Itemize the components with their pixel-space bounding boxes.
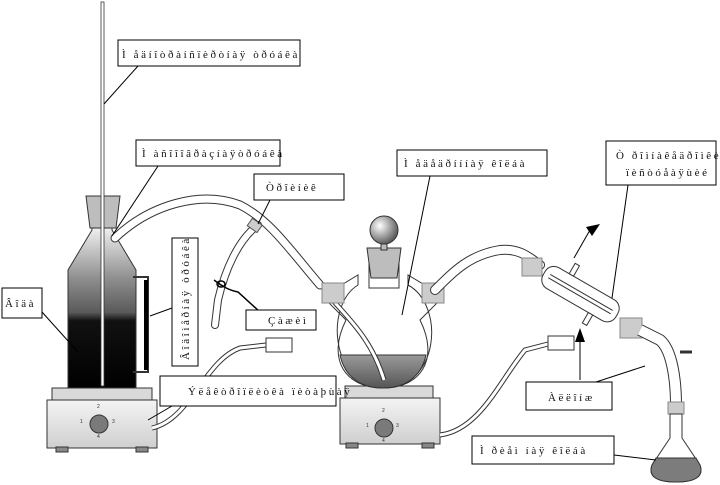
svg-text:4: 4: [382, 438, 385, 444]
vapor-tube: [430, 244, 545, 295]
svg-text:Ýëåêòðîïëèòêà ïèòàþùàÿ: Ýëåêòðîïëèòêà ïèòàþùàÿ: [188, 386, 352, 398]
svg-text:Ò ðîìíàêåäðîìêè ïèñõîäåòè: Ò ðîìíàêåäðîìêè ïèñõîäåòè: [616, 150, 720, 162]
svg-text:1: 1: [80, 419, 83, 425]
callout-absorption-flask: Ì åäåäðíííàÿ êîëáà: [396, 149, 548, 316]
heater-center: 2 1 3 4: [339, 385, 441, 449]
callout-water: Âîäà: [1, 287, 79, 353]
svg-text:Ì åäåäðíííàÿ êîëáà: Ì åäåäðíííàÿ êîëáà: [404, 158, 527, 170]
gas-tube-upper: [110, 194, 325, 290]
coolant-arrows: [573, 224, 600, 380]
callout-thermometer-tube: Ì åäíîòðàíñïèðòíàÿ òðóáêà: [103, 39, 301, 105]
absorption-flask: [321, 215, 445, 389]
callout-air-tube: Ì àñîîîâðàçíàÿòðóáêà: [111, 139, 285, 237]
svg-text:1: 1: [366, 423, 369, 429]
svg-text:Çàæèì: Çàæèì: [268, 315, 309, 327]
callout-ice: Àëëîíæ: [525, 365, 646, 411]
callout-tee: Òðîèíèê: [253, 173, 345, 225]
svg-text:3: 3: [396, 423, 399, 429]
svg-text:3: 3: [112, 419, 115, 425]
callout-heater: Ýëåêòðîïëèòêà ïèòàþùàÿ: [147, 375, 352, 421]
callout-condenser: Ò ðîìíàêåäðîìêè ïèñõîäåòè ïèñòóåàÿùèé: [605, 140, 720, 299]
svg-text:Ì ðèåì íàÿ êîëáà: Ì ðèåì íàÿ êîëáà: [480, 445, 588, 457]
svg-text:Ì àñîîîâðàçíàÿòðóáêà: Ì àñîîîâðàçíàÿòðóáêà: [142, 148, 285, 160]
svg-text:2: 2: [382, 408, 385, 414]
svg-text:2: 2: [97, 404, 100, 410]
svg-text:Âîäîìåðíàÿ òðóáêà: Âîäîìåðíàÿ òðóáêà: [180, 236, 192, 360]
clamp: [213, 279, 261, 313]
svg-text:Ì åäíîòðàíñïèðòíàÿ òðóáêà: Ì åäíîòðàíñïèðòíàÿ òðóáêà: [122, 49, 300, 61]
svg-text:ïèñòóåàÿùèé: ïèñòóåàÿùèé: [625, 167, 710, 179]
svg-text:4: 4: [97, 434, 100, 440]
callout-level-tube: Âîäîìåðíàÿ òðóáêà: [149, 236, 199, 367]
svg-text:Àëëîíæ: Àëëîíæ: [548, 392, 595, 404]
condenser: [541, 262, 620, 327]
adapter: [619, 317, 692, 415]
svg-text:Âîäà: Âîäà: [5, 298, 36, 310]
svg-text:Òðîèíèê: Òðîèíèê: [266, 182, 318, 194]
callout-receiver: Ì ðèåì íàÿ êîëáà: [471, 435, 657, 465]
receiver-flask: [650, 413, 702, 483]
callout-clamp: Çàæèì: [245, 309, 317, 331]
heater-knob[interactable]: [89, 414, 109, 434]
tee-branch: [211, 217, 263, 329]
heater-left: 2 1 3 4: [46, 387, 158, 453]
water-bottle: [67, 1, 149, 389]
